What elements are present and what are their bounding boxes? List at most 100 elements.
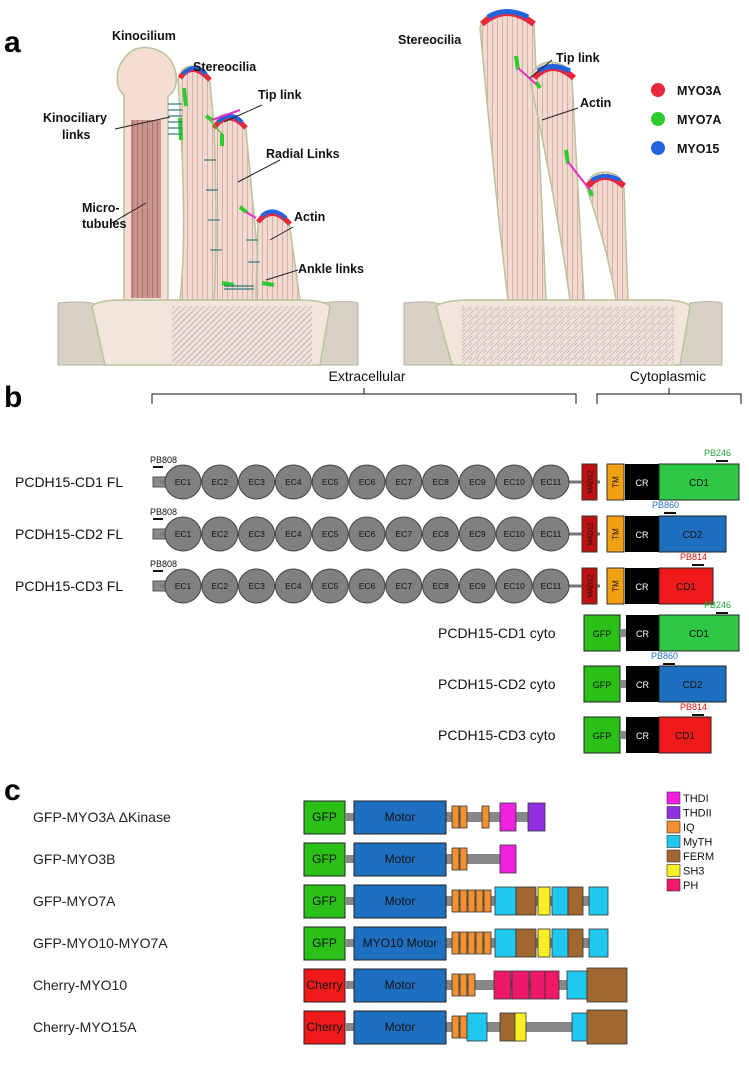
ec-domain: [385, 464, 423, 500]
thdi-domain: [499, 844, 517, 874]
ferm-domain: [515, 928, 537, 958]
ec-label: EC2: [212, 581, 229, 591]
ec-label: EC9: [469, 581, 486, 591]
ec-domain: [311, 464, 349, 500]
ec-domain: [238, 464, 276, 500]
ph-domain: [511, 970, 530, 1000]
label-tip-link-left: Tip link: [258, 88, 302, 102]
myth-domain: [566, 970, 588, 1000]
left-cap-myo15-2: [216, 114, 244, 124]
antibody-label: PB814: [680, 552, 707, 562]
ec-domain: [422, 464, 460, 500]
ec-label: EC1: [175, 581, 192, 591]
label-kinociliary-1: Kinociliary: [43, 111, 107, 125]
ec-label: EC8: [432, 477, 449, 487]
panel-b: b Extracellular Cytoplasmic PCDH15-CD1 F…: [4, 368, 742, 754]
iq-domain: [459, 805, 468, 829]
ec-label: EC1: [175, 477, 192, 487]
tag-box: [303, 800, 346, 835]
panel-a: a: [4, 9, 723, 366]
motor-domain: [353, 968, 447, 1003]
tail-backbone: [446, 854, 500, 864]
thdii-domain: [527, 802, 546, 832]
motor-label: Motor: [385, 1020, 416, 1034]
gfp-tag: [583, 665, 621, 703]
left-cap-myo15-1: [181, 66, 208, 76]
myosin-row-name: GFP-MYO7A: [33, 893, 116, 909]
ec-label: EC2: [212, 477, 229, 487]
ec-label: EC11: [541, 581, 562, 591]
label-kinociliary-2: links: [62, 128, 91, 142]
linker: [345, 897, 354, 905]
extracellular-bracket: [151, 393, 577, 404]
motor-domain: [353, 1010, 447, 1045]
tag-label: GFP: [312, 936, 337, 950]
legend-swatch-thdi: [666, 791, 681, 805]
tag-label: Cherry: [306, 978, 342, 992]
fl-row-name: PCDH15-CD3 FL: [15, 578, 123, 594]
gfp-label: GFP: [593, 680, 612, 690]
tag-box: [303, 884, 346, 919]
iq-domain: [451, 847, 460, 871]
cd-label: CD1: [676, 582, 696, 593]
right-stereocilium-short: [585, 171, 629, 301]
linker: [345, 1023, 354, 1031]
myth-domain: [494, 886, 517, 916]
ec-domain: [201, 516, 239, 552]
iq-domain: [451, 889, 460, 913]
ec-domain: [164, 568, 202, 604]
cyto-row-name: PCDH15-CD2 cyto: [438, 676, 556, 692]
ec-domain: [385, 516, 423, 552]
legend-swatch-iq: [666, 820, 681, 834]
ec-label: EC9: [469, 529, 486, 539]
cr-domain: [625, 516, 659, 552]
tm-domain: [606, 567, 625, 605]
tail-backbone: [446, 1022, 627, 1032]
sh3-domain: [514, 1012, 527, 1042]
ec-label: EC4: [285, 477, 302, 487]
ec-label: EC5: [322, 529, 339, 539]
ec-label: EC7: [396, 529, 413, 539]
tag-label: Cherry: [306, 1020, 342, 1034]
cd-domain: [658, 665, 727, 703]
left-leader-lines: [109, 104, 299, 281]
ferm-domain: [567, 928, 584, 958]
thdi-domain: [499, 802, 517, 832]
iq-domain: [467, 973, 476, 997]
legend-swatch-ferm: [666, 849, 681, 863]
myosin-row-name: GFP-MYO10-MYO7A: [33, 935, 168, 951]
gfp-tag: [583, 716, 621, 754]
ec-domain: [201, 568, 239, 604]
iq-domain: [467, 931, 476, 955]
motor-label: Motor: [385, 852, 416, 866]
antibody-label: PB860: [652, 500, 679, 510]
ec-domain: [274, 568, 312, 604]
cr-label: CR: [636, 530, 649, 540]
iq-domain: [451, 931, 460, 955]
gfp-tag: [583, 614, 621, 652]
myth-domain: [588, 886, 609, 916]
ec-domain: [348, 568, 386, 604]
ec-label: EC9: [469, 477, 486, 487]
cr-label: CR: [636, 731, 649, 741]
ec-domain: [458, 516, 496, 552]
cd-domain: [658, 567, 714, 605]
antibody-label: PB246: [704, 448, 731, 458]
tm-domain: [606, 515, 625, 553]
tail-backbone: [446, 812, 540, 822]
label-stereocilia-right: Stereocilia: [398, 33, 462, 47]
iq-domain: [459, 973, 468, 997]
legend-label-sh3: SH3: [683, 866, 704, 878]
legend-swatch-ph: [666, 878, 681, 892]
cd-label: CD1: [689, 478, 709, 489]
tag-box: [303, 1010, 346, 1045]
ec-domain: [311, 516, 349, 552]
ec-label: EC1: [175, 529, 192, 539]
linker: [345, 855, 354, 863]
